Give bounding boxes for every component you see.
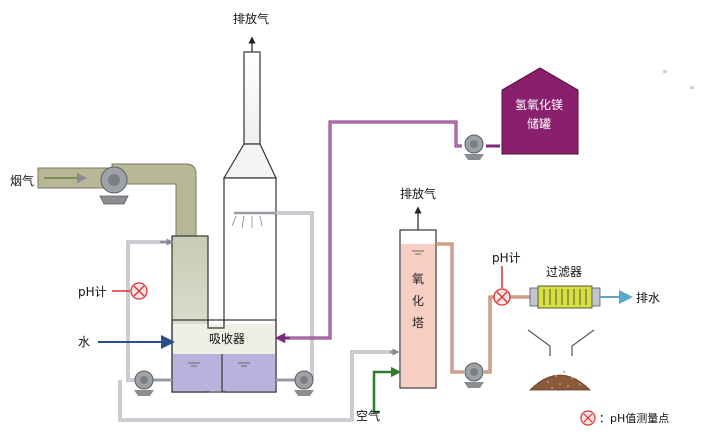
flue-gas-duct: [37, 163, 197, 237]
legend-text: pH值测量点: [610, 412, 670, 425]
oxidation-tower-char-2: 化: [411, 294, 424, 308]
spray-nozzle: [231, 211, 276, 229]
absorber-basin: [171, 319, 277, 393]
ph-marker-right: [493, 288, 511, 306]
legend-ph-marker: [580, 410, 596, 426]
filter-cake: [529, 374, 591, 391]
filter-label: 过滤器: [546, 265, 583, 279]
flue-fan: [99, 166, 129, 205]
filter-unit: [529, 285, 601, 309]
flue-gas-label: 烟气: [10, 174, 35, 188]
pump-left: [134, 370, 154, 396]
air-label: 空气: [356, 409, 381, 423]
water-label: 水: [78, 335, 91, 349]
pump-slurry: [464, 362, 484, 388]
oxidation-tower-label: 氧 化 塔: [411, 268, 425, 334]
pump-mgoh2: [464, 134, 484, 160]
legend-colon: ：: [599, 412, 610, 425]
mgoh2-storage-tank: [501, 67, 579, 155]
tank-label-line1: 氢氧化镁: [515, 98, 564, 112]
ph-marker-left: [130, 282, 148, 300]
air-inlet-pipe: [372, 370, 392, 414]
legend-label: ：pH值测量点: [599, 413, 669, 424]
absorber-label: 吸收器: [209, 332, 246, 346]
oxidation-tower-char-3: 塔: [411, 316, 424, 330]
ph-meter-left-label: pH计: [78, 285, 107, 299]
exhaust-right-label: 排放气: [400, 187, 437, 201]
tank-label-line2: 储罐: [527, 117, 552, 131]
filter-cake-hopper: [527, 329, 595, 356]
pump-right: [294, 370, 314, 396]
ph-meter-right-label: pH计: [492, 251, 521, 265]
oxidation-tower-char-1: 氧: [411, 272, 424, 286]
drain-label: 排水: [636, 291, 661, 305]
oxidation-tower: [399, 229, 437, 389]
exhaust-top-label: 排放气: [233, 12, 270, 26]
